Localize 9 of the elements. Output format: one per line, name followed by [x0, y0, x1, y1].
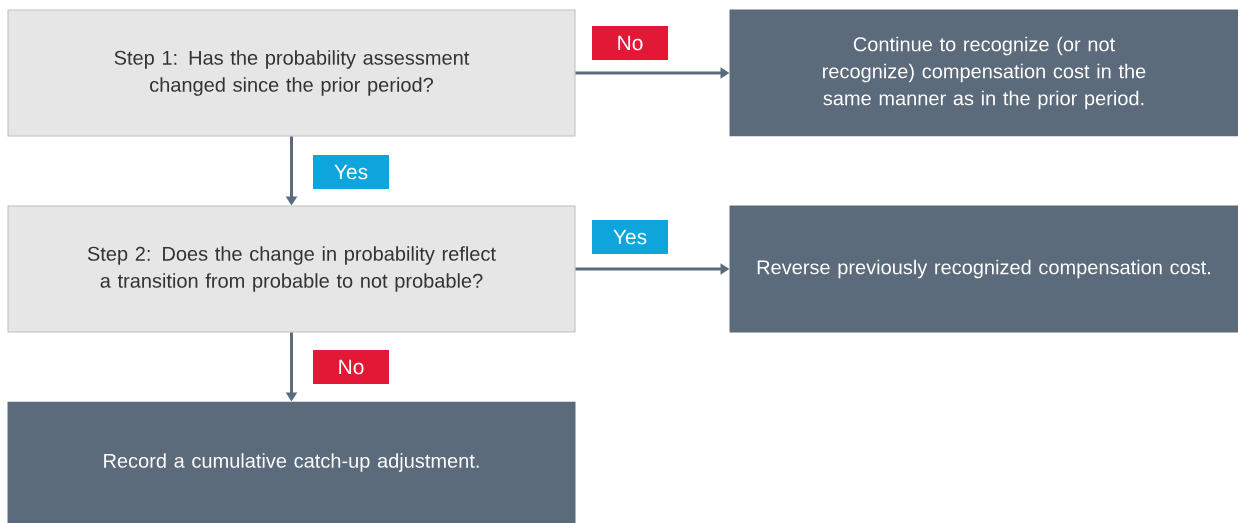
- edge-label: Yes: [313, 155, 389, 189]
- result-box: Continue to recognize (or not recognize) compensation cost in the same manner as in the prior period.: [729, 9, 1238, 137]
- question-box: Step 1: Has the probability assessment changed since the prior period?: [7, 9, 576, 137]
- result-box: Reverse previously recognized compensation cost.: [729, 205, 1238, 333]
- result-box: Record a cumulative catch-up adjustment.: [7, 401, 576, 523]
- question-box: Step 2: Does the change in probability reflect a transition from probable to not probable?: [7, 205, 576, 333]
- edge-label: No: [313, 350, 389, 384]
- edge-label: No: [592, 26, 668, 60]
- edge-label: Yes: [592, 220, 668, 254]
